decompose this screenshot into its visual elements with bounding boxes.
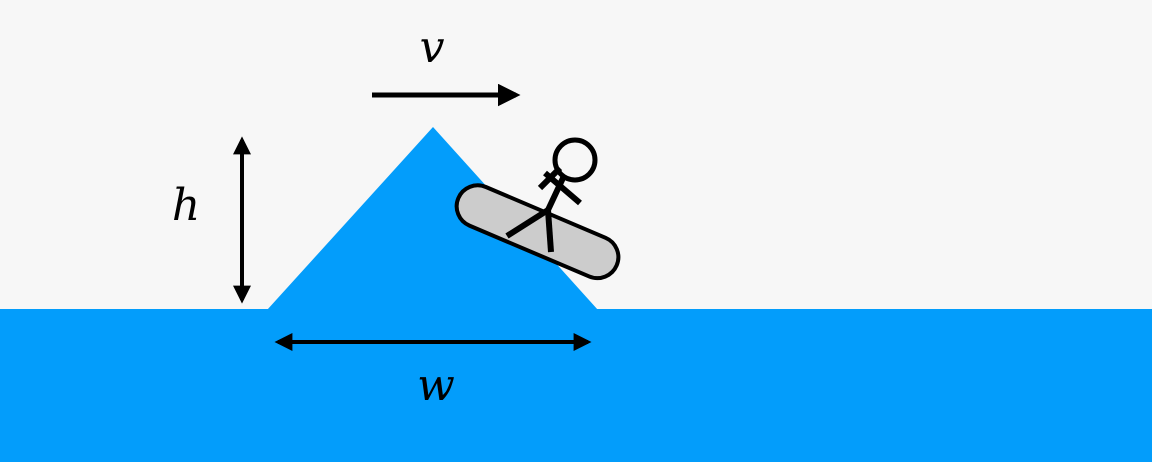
surfer-leg-right bbox=[545, 209, 554, 253]
width-label: w bbox=[417, 360, 455, 411]
surfer-leg-left bbox=[505, 207, 550, 239]
surfer-head bbox=[552, 137, 598, 183]
wave-triangle bbox=[267, 127, 598, 310]
surfer-arm-back bbox=[537, 165, 563, 191]
velocity-label: v bbox=[420, 22, 445, 73]
height-label: h bbox=[172, 180, 200, 231]
stick-figure-surfer-icon bbox=[505, 137, 598, 253]
water-surface bbox=[0, 309, 1152, 462]
